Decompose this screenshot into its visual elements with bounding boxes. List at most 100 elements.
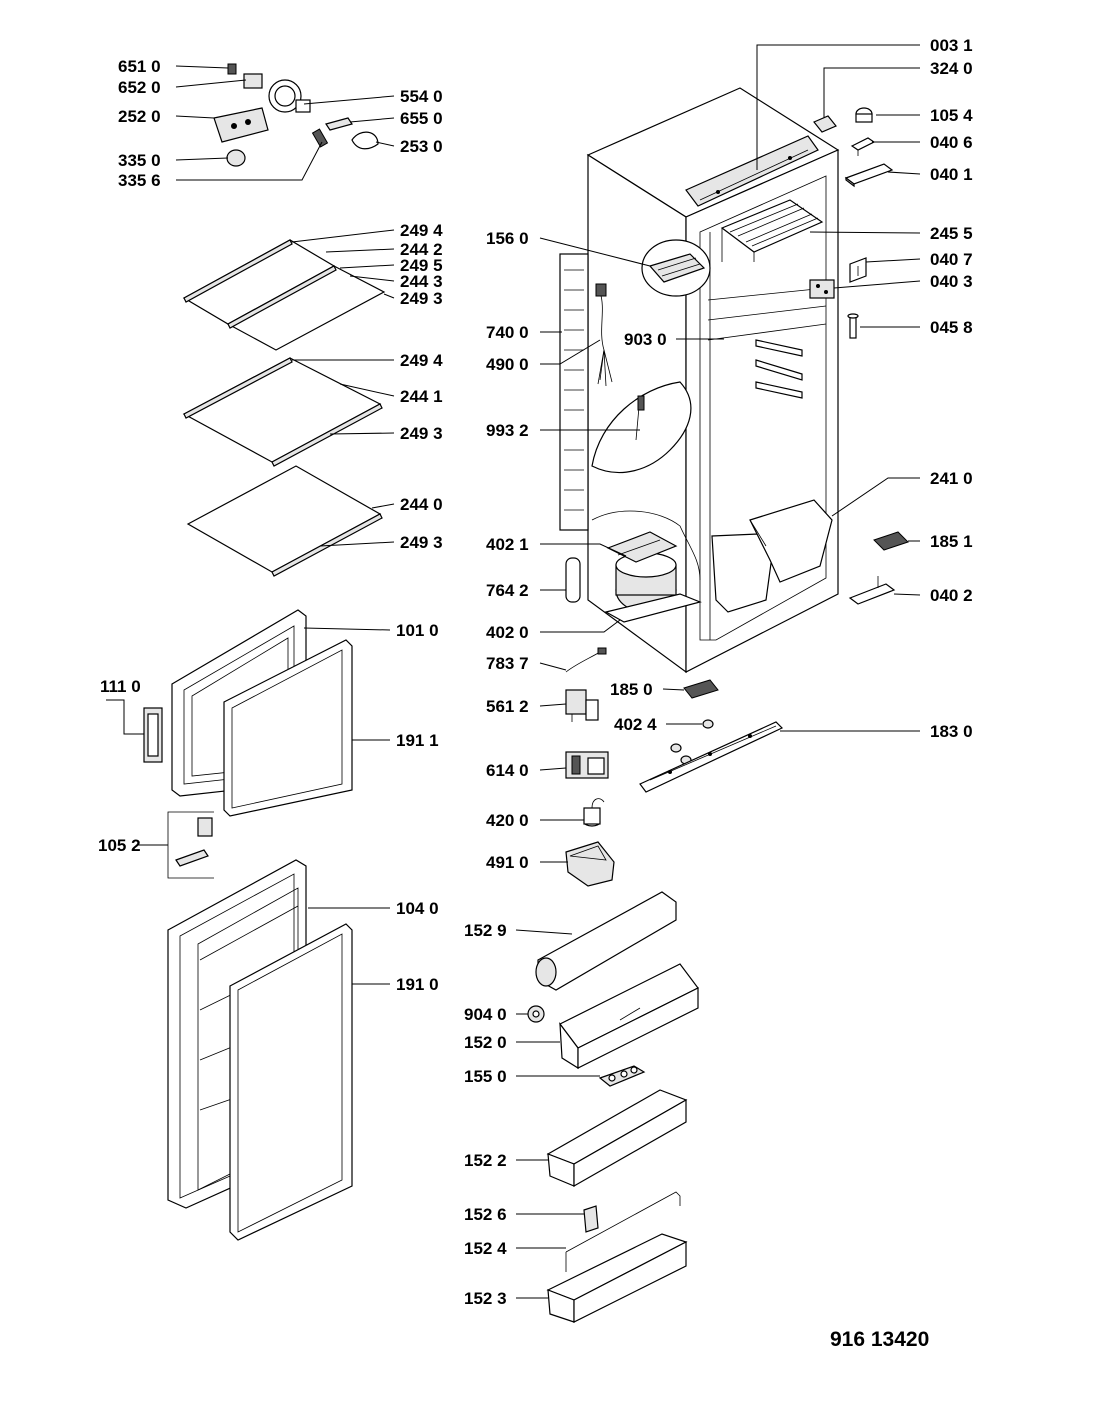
callout-2530: 253 0 (400, 137, 443, 156)
handle-1110 (143, 707, 163, 763)
callout-0031: 003 1 (930, 36, 973, 55)
callout-1911: 191 1 (396, 731, 439, 750)
callout-9932: 993 2 (486, 421, 529, 440)
freezer-wire-shelf (720, 199, 824, 262)
condenser-coil (559, 253, 589, 531)
callout-0401: 040 1 (930, 165, 973, 184)
callout-1851: 185 1 (930, 532, 973, 551)
hinge-bush-1054 (855, 107, 873, 123)
callout-5540: 554 0 (400, 87, 443, 106)
tube-7837 (565, 647, 607, 673)
callout-1524: 152 4 (464, 1239, 507, 1258)
callout-4024: 402 4 (614, 715, 657, 734)
callout-1526: 152 6 (464, 1205, 507, 1224)
crisper-drawers (711, 499, 833, 613)
callout-1550: 155 0 (464, 1067, 507, 1086)
callout-2493-middle: 249 3 (400, 424, 443, 443)
cover-1850 (683, 679, 719, 699)
callout-2455: 245 5 (930, 224, 973, 243)
callout-6140: 614 0 (486, 761, 529, 780)
bracket-1052 (167, 811, 214, 879)
clip-1526 (583, 1205, 599, 1233)
callout-4910: 491 0 (486, 853, 529, 872)
callout-0402: 040 2 (930, 586, 973, 605)
callout-2443: 244 3 (400, 272, 443, 291)
callout-2520: 252 0 (118, 107, 161, 126)
bottle-shelf-1523 (546, 1233, 688, 1323)
callout-2494-top: 249 4 (400, 221, 443, 240)
callout-0406: 040 6 (930, 133, 973, 152)
callout-6520: 652 0 (118, 78, 161, 97)
document-number: 916 13420 (830, 1328, 929, 1351)
callout-0458: 045 8 (930, 318, 973, 337)
callout-1040: 104 0 (396, 899, 439, 918)
hinge-0403 (809, 279, 835, 299)
capacitor-4200 (583, 798, 605, 827)
callout-3240: 324 0 (930, 59, 973, 78)
callout-2441: 244 1 (400, 387, 443, 406)
callout-4021: 402 1 (486, 535, 529, 554)
cover-1851 (873, 531, 909, 551)
evaporator-area (591, 381, 692, 474)
callout-7400: 740 0 (486, 323, 529, 342)
callout-1520: 152 0 (464, 1033, 507, 1052)
leader-lines (106, 44, 921, 1299)
callout-1560: 156 0 (486, 229, 529, 248)
hinge-0406 (850, 137, 876, 156)
cap-7642 (565, 557, 581, 603)
callout-0403: 040 3 (930, 272, 973, 291)
thermostat-group (213, 63, 379, 167)
callout-3356: 335 6 (118, 171, 161, 190)
callout-1522: 152 2 (464, 1151, 507, 1170)
bottle-shelf-1522 (546, 1089, 688, 1188)
callout-2493-upper: 249 3 (400, 289, 443, 308)
glass-shelf-upper-pair (182, 239, 386, 351)
callout-1110: 111 0 (100, 677, 141, 696)
dairy-cover-1529 (535, 891, 677, 991)
callout-2495: 249 5 (400, 256, 443, 275)
callout-labels: 003 1 324 0 105 4 040 6 040 1 245 5 040 … (98, 36, 973, 1308)
callout-1830: 183 0 (930, 722, 973, 741)
shelf-1520 (559, 963, 699, 1070)
callout-2442: 244 2 (400, 240, 443, 259)
compressor (591, 510, 702, 623)
top-cover-strip (685, 135, 819, 207)
bar-1524 (565, 1191, 681, 1272)
freezer-door (171, 609, 353, 817)
relay-block-6140 (565, 751, 609, 779)
callout-4200: 420 0 (486, 811, 529, 830)
cover-4910 (565, 841, 615, 887)
rail-1830 (639, 721, 784, 793)
callout-9030: 903 0 (624, 330, 667, 349)
hinge-0402 (848, 576, 896, 605)
hinge-pin-0458 (847, 313, 859, 339)
callout-2440: 244 0 (400, 495, 443, 514)
callout-1010: 101 0 (396, 621, 439, 640)
glass-shelf-middle (182, 357, 383, 467)
knob-9040 (527, 1005, 545, 1023)
hinge-0407 (849, 257, 867, 283)
callout-4020: 402 0 (486, 623, 529, 642)
callout-1054: 105 4 (930, 106, 973, 125)
callout-7837: 783 7 (486, 654, 529, 673)
callout-1529: 152 9 (464, 921, 507, 940)
callout-1850: 185 0 (610, 680, 653, 699)
callout-7642: 764 2 (486, 581, 529, 600)
relay-5612 (565, 689, 599, 722)
callout-0407: 040 7 (930, 250, 973, 269)
cabinet-rails (755, 339, 803, 399)
fridge-door (167, 859, 353, 1241)
egg-tray-1550 (598, 1065, 646, 1087)
callout-2410: 241 0 (930, 469, 973, 488)
hinge-cover-324 (813, 115, 837, 133)
callout-6510: 651 0 (118, 57, 161, 76)
callout-9040: 904 0 (464, 1005, 507, 1024)
callout-3350: 335 0 (118, 151, 161, 170)
callout-5612: 561 2 (486, 697, 529, 716)
callout-4900: 490 0 (486, 355, 529, 374)
callout-2494-middle: 249 4 (400, 351, 443, 370)
glass-shelf-lower (186, 465, 383, 577)
ice-tray-detail (641, 239, 711, 297)
power-cord (595, 283, 613, 387)
